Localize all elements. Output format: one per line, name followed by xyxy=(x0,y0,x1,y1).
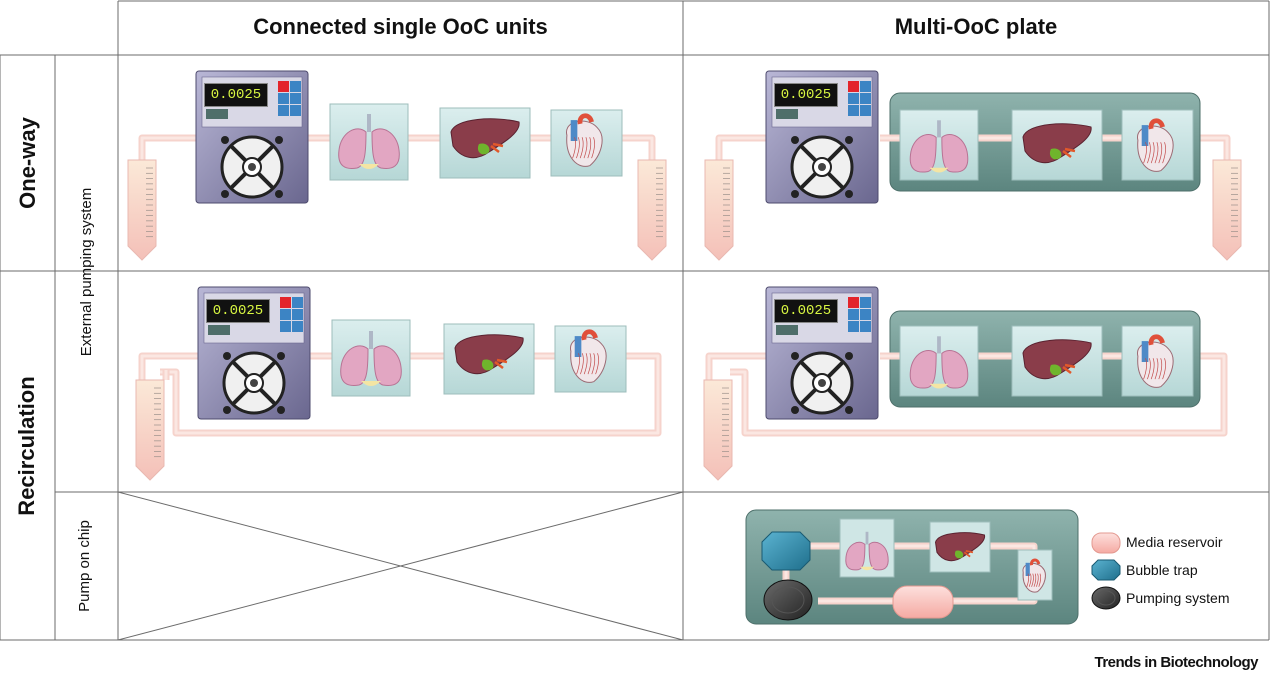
media-reservoir-tube xyxy=(135,379,165,481)
row-label-one-way: One-way xyxy=(15,117,40,209)
heart-icon xyxy=(1022,558,1046,593)
lung-icon xyxy=(909,336,969,389)
pump-display: 0.0025 xyxy=(206,299,270,323)
footer-journal: Trends in Biotechnology xyxy=(1094,654,1258,671)
heart-icon xyxy=(1137,334,1174,388)
heart-icon xyxy=(566,113,603,167)
pump-display: 0.0025 xyxy=(774,299,838,323)
row-label-recirculation: Recirculation xyxy=(14,376,39,516)
media-reservoir-tube xyxy=(703,379,733,481)
column-header-multi: Multi-OoC plate xyxy=(894,14,1058,39)
row-label-pump-on-chip: Pump on chip xyxy=(76,520,93,612)
pumping-system-icon xyxy=(763,579,813,621)
stop-button-icon xyxy=(848,81,859,92)
heart-icon xyxy=(570,329,607,383)
multi-ooc-plate xyxy=(745,509,1079,625)
grid xyxy=(0,0,1270,641)
liver-icon xyxy=(454,334,524,375)
bubble-trap-icon xyxy=(761,531,811,571)
tubing xyxy=(138,352,662,437)
row-label-external-pumping: External pumping system xyxy=(78,187,95,357)
pump-display: 0.0025 xyxy=(774,83,838,107)
media-reservoir-tube xyxy=(127,159,157,261)
pump-display: 0.0025 xyxy=(204,83,268,107)
tubing xyxy=(705,352,1228,437)
lung-icon xyxy=(340,331,402,386)
column-header-connected: Connected single OoC units xyxy=(253,14,548,39)
media-reservoir-tube xyxy=(704,159,734,261)
legend-media-reservoir: Media reservoir xyxy=(1126,534,1223,550)
media-reservoir-tube xyxy=(637,159,667,261)
liver-icon xyxy=(1022,123,1092,164)
heart-icon xyxy=(1137,118,1174,172)
media-reservoir-icon xyxy=(892,585,954,619)
liver-icon xyxy=(935,532,985,562)
legend-pumping-system-swatch xyxy=(1091,586,1121,610)
lung-icon xyxy=(845,531,889,571)
stop-button-icon xyxy=(278,81,289,92)
lung-icon xyxy=(338,114,400,169)
liver-icon xyxy=(1022,339,1092,380)
stop-button-icon xyxy=(280,297,291,308)
lung-icon xyxy=(909,120,969,173)
legend-bubble-trap: Bubble trap xyxy=(1126,562,1198,578)
legend-pumping-system: Pumping system xyxy=(1126,590,1230,606)
liver-icon xyxy=(450,118,520,159)
media-reservoir-tube xyxy=(1212,159,1242,261)
legend-media-reservoir-swatch xyxy=(1091,532,1121,554)
stop-button-icon xyxy=(848,297,859,308)
legend-bubble-trap-swatch xyxy=(1091,559,1121,581)
